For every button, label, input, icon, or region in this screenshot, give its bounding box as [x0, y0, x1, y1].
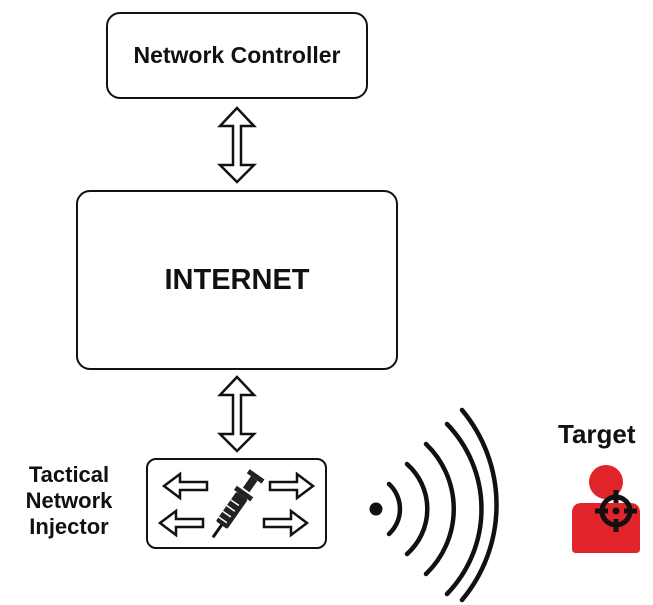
internet-label: INTERNET	[164, 263, 310, 296]
internet-node: INTERNET	[76, 190, 398, 370]
direction-arrow-icon	[268, 471, 316, 501]
network-controller-label: Network Controller	[133, 42, 341, 68]
tactical-network-injector-label: Tactical Network Injector	[4, 462, 134, 540]
target-label: Target	[558, 419, 636, 449]
double-arrow-icon	[216, 375, 258, 453]
injector-label-line-3: Injector	[29, 514, 109, 539]
network-controller-node: Network Controller	[106, 12, 368, 99]
crosshair-icon	[595, 490, 637, 532]
injector-label-line-2: Network	[25, 488, 113, 513]
wireless-signal-icon	[369, 407, 499, 603]
direction-arrow-icon	[157, 508, 205, 538]
injector-label-line-1: Tactical	[28, 462, 110, 487]
syringe-icon	[211, 469, 265, 539]
double-arrow-icon	[216, 106, 258, 184]
direction-arrow-icon	[262, 508, 310, 538]
direction-arrow-icon	[161, 471, 209, 501]
